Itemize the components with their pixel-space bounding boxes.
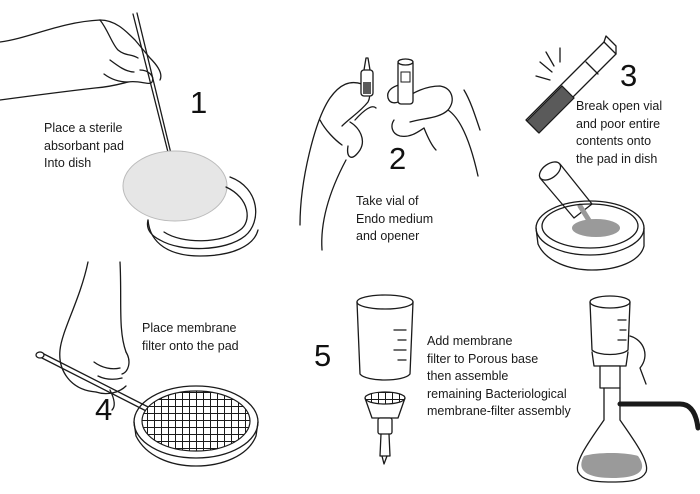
step-3-caption-line: the pad in dish	[576, 151, 658, 166]
step1-arm-outline	[0, 19, 162, 101]
step-2-caption: Take vial of Endo medium and opener	[356, 193, 433, 246]
step3-break-spark	[535, 47, 561, 81]
step-1-caption: Place a sterile absorbant pad Into dish	[44, 120, 124, 173]
step-5-number: 5	[314, 338, 332, 373]
step5-porous-base	[364, 391, 406, 465]
step1-absorbent-pad	[122, 150, 228, 222]
step-4-caption-line: Place membrane	[142, 321, 237, 335]
step-1-caption-line: absorbant pad	[44, 138, 124, 153]
step-3-caption-line: contents onto	[576, 134, 652, 148]
step2-left-hand	[299, 81, 377, 251]
step3-liquid	[572, 219, 620, 237]
step-3-caption-line: and poor entire	[576, 116, 661, 131]
step1-illustration	[0, 12, 259, 257]
step-2-caption-line: Take vial of	[356, 194, 419, 208]
step4-illustration	[35, 261, 259, 467]
step-5-caption-line: membrane-filter assembly	[427, 404, 571, 418]
step5-vacuum-tube	[617, 401, 700, 431]
step4-arm	[59, 261, 130, 411]
step3-illustration	[525, 35, 645, 271]
step-1-caption-line: Into dish	[44, 156, 92, 170]
step5-filter-assembly	[589, 295, 647, 389]
step2-small-vial	[360, 57, 374, 97]
step-4-number: 4	[95, 392, 113, 427]
step5-illustration	[356, 294, 700, 483]
step-2-caption-line: Endo medium	[356, 211, 434, 226]
step2-vial-opener	[397, 58, 414, 105]
step2-right-hand	[387, 83, 481, 177]
step-3-number: 3	[620, 58, 638, 93]
step-2-caption-line: and opener	[356, 229, 420, 243]
step-5-caption-line: filter to Porous base	[427, 351, 539, 366]
step2-illustration	[299, 57, 481, 251]
step4-membrane-filter	[141, 390, 251, 452]
step-5-caption-line: Add membrane	[427, 334, 513, 348]
step1-petri-dish	[146, 176, 259, 257]
step1-forceps	[132, 12, 175, 169]
step-1-number: 1	[190, 85, 208, 120]
step-3-caption: Break open vial and poor entire contents…	[576, 98, 662, 168]
step-5-caption-line: then assemble	[427, 369, 509, 383]
step3-pouring-vial	[538, 161, 599, 229]
step-2-number: 2	[389, 141, 407, 176]
step3-petri-dish	[535, 200, 645, 271]
step5-flask	[576, 387, 648, 483]
step3-breaking-vial	[525, 35, 617, 134]
step-5-caption: Add membrane filter to Porous base then …	[427, 333, 571, 421]
step-4-caption-line: filter onto the pad	[142, 338, 239, 353]
step-5-caption-line: remaining Bacteriological	[427, 386, 567, 401]
step5-funnel	[356, 294, 414, 381]
step-1-caption-line: Place a sterile	[44, 121, 123, 135]
step4-petri-dish	[133, 385, 259, 467]
step-3-caption-line: Break open vial	[576, 99, 663, 113]
step-4-caption: Place membrane filter onto the pad	[142, 320, 239, 355]
